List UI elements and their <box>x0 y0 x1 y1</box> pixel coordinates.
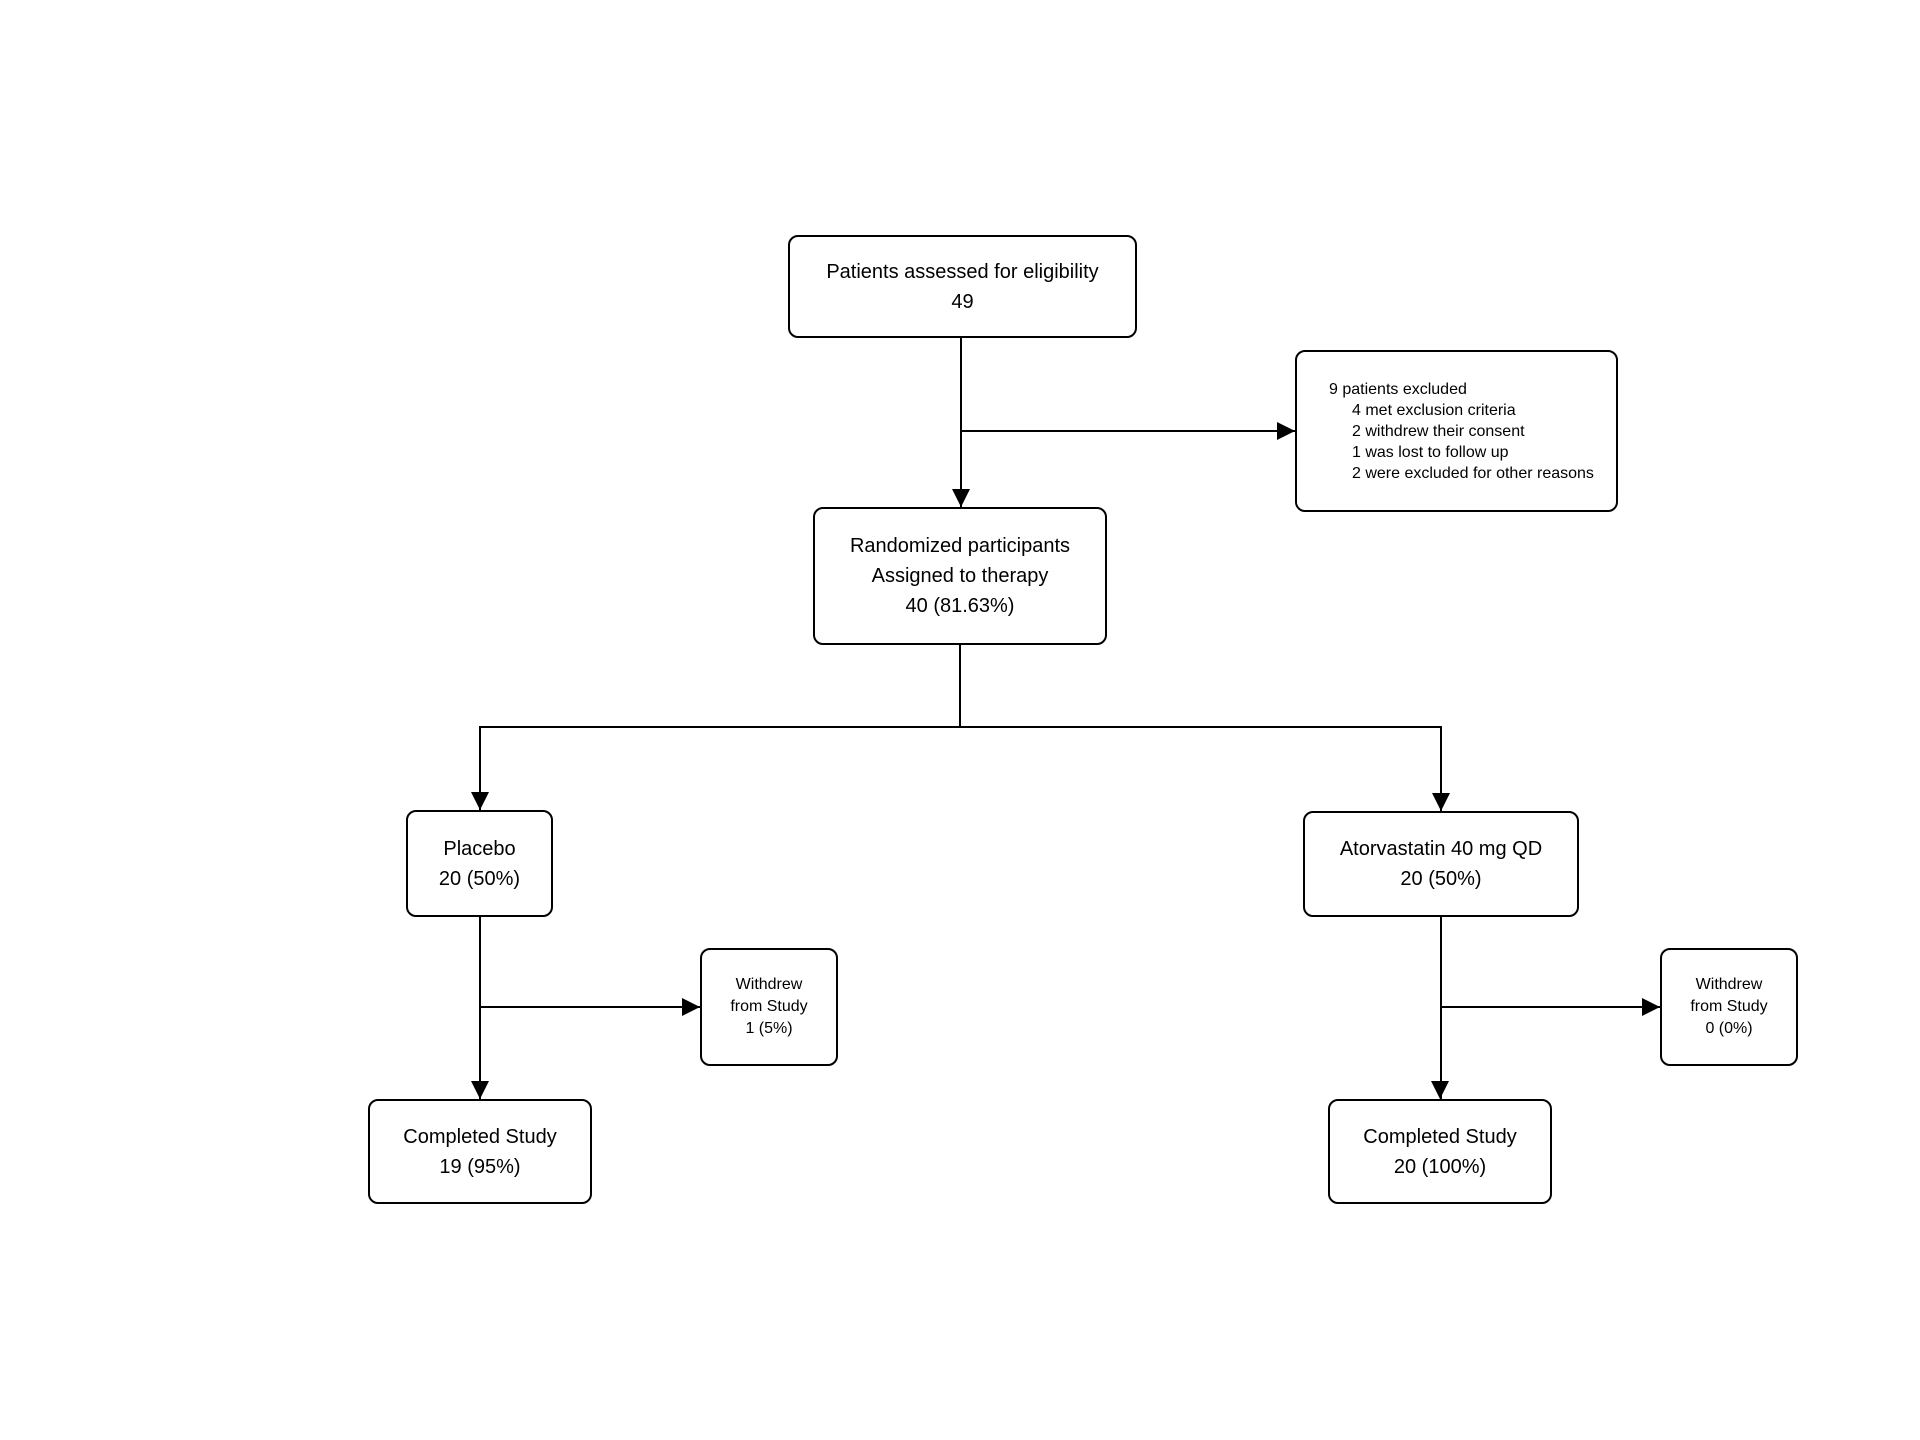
connector-eligibility-to-excluded <box>961 430 1295 432</box>
node-atorvastatin: Atorvastatin 40 mg QD 20 (50%) <box>1303 811 1579 917</box>
connector-placebo-to-withdrew <box>479 1006 700 1008</box>
node-withdrew-placebo-label-1: Withdrew <box>735 976 803 993</box>
arrowhead-withdrew-placebo-icon <box>682 998 700 1016</box>
node-excluded-reason-2: 2 withdrew their consent <box>1352 422 1525 440</box>
node-withdrew-atorvastatin-count: 0 (0%) <box>1705 1020 1753 1037</box>
connector-atorvastatin-to-withdrew <box>1440 1006 1660 1008</box>
node-completed-placebo-label: Completed Study <box>403 1125 557 1148</box>
node-excluded-reason-3: 1 was lost to follow up <box>1352 443 1509 461</box>
node-randomized-label-1: Randomized participants <box>849 535 1071 557</box>
node-placebo-count: 20 (50%) <box>438 867 521 890</box>
connector-branch-to-atorvastatin <box>1440 726 1442 811</box>
node-atorvastatin-count: 20 (50%) <box>1400 868 1482 890</box>
arrowhead-randomized-icon <box>952 489 970 507</box>
node-randomized-count: 40 (81.63%) <box>905 595 1015 617</box>
node-placebo-label: Placebo <box>443 837 516 860</box>
node-completed-atorvastatin-label: Completed Study <box>1363 1125 1517 1148</box>
node-patients-assessed-label: Patients assessed for eligibility <box>826 260 1099 283</box>
node-randomized-label-2: Assigned to therapy <box>871 565 1049 587</box>
node-withdrew-atorvastatin-label-1: Withdrew <box>1695 976 1763 993</box>
node-excluded-reason-4: 2 were excluded for other reasons <box>1352 464 1594 482</box>
node-completed-placebo: Completed Study 19 (95%) <box>368 1099 592 1204</box>
node-withdrew-placebo-count: 1 (5%) <box>745 1020 793 1037</box>
node-completed-atorvastatin-count: 20 (100%) <box>1393 1155 1487 1178</box>
connector-eligibility-to-randomized <box>960 338 962 509</box>
node-withdrew-atorvastatin: Withdrew from Study 0 (0%) <box>1660 948 1798 1066</box>
arrowhead-withdrew-atorvastatin-icon <box>1642 998 1660 1016</box>
connector-placebo-to-completed <box>479 917 481 1099</box>
node-randomized: Randomized participants Assigned to ther… <box>813 507 1107 645</box>
node-placebo: Placebo 20 (50%) <box>406 810 553 917</box>
connector-atorvastatin-to-completed <box>1440 917 1442 1099</box>
connector-randomized-to-branch <box>959 645 961 728</box>
arrowhead-placebo-icon <box>471 792 489 810</box>
node-withdrew-placebo: Withdrew from Study 1 (5%) <box>700 948 838 1066</box>
node-completed-placebo-count: 19 (95%) <box>439 1155 521 1178</box>
node-patients-assessed: Patients assessed for eligibility 49 <box>788 235 1137 338</box>
connector-branch-to-placebo <box>479 726 481 810</box>
arrowhead-excluded-icon <box>1277 422 1295 440</box>
connector-branch-horizontal <box>479 726 1441 728</box>
node-completed-atorvastatin: Completed Study 20 (100%) <box>1328 1099 1552 1204</box>
node-atorvastatin-label: Atorvastatin 40 mg QD <box>1339 838 1543 860</box>
node-withdrew-atorvastatin-label-2: from Study <box>1690 998 1768 1015</box>
node-excluded-reason-1: 4 met exclusion criteria <box>1352 401 1516 419</box>
node-withdrew-placebo-label-2: from Study <box>730 998 808 1015</box>
node-excluded-summary: 9 patients excluded <box>1329 380 1467 398</box>
arrowhead-completed-atorvastatin-icon <box>1431 1081 1449 1099</box>
arrowhead-completed-placebo-icon <box>471 1081 489 1099</box>
node-patients-assessed-count: 49 <box>951 290 974 313</box>
node-excluded: 9 patients excluded 4 met exclusion crit… <box>1295 350 1618 512</box>
arrowhead-atorvastatin-icon <box>1432 793 1450 811</box>
